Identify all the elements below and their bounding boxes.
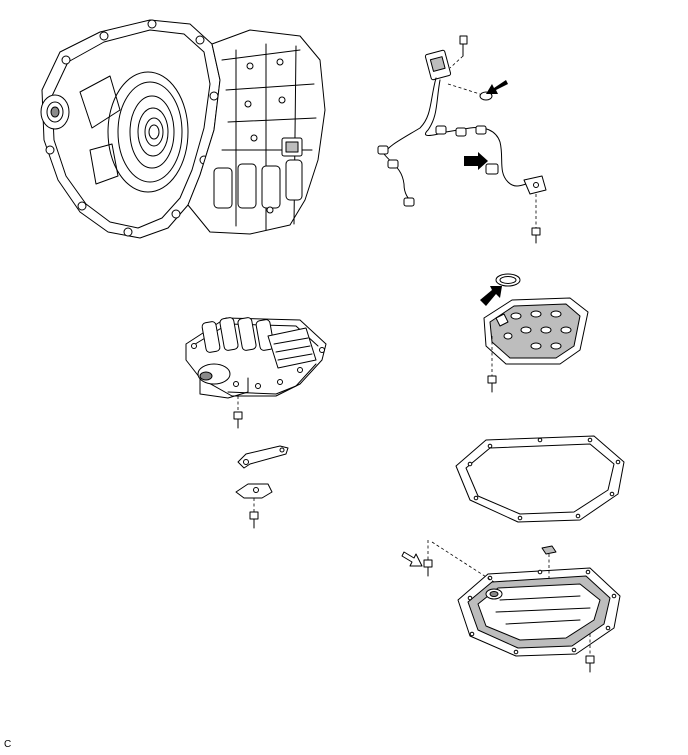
replace-note-arrow (401, 551, 423, 567)
lever-plate-bolt (249, 511, 259, 529)
pan-bolt (423, 559, 433, 577)
install-note-arrow (486, 80, 508, 94)
wire-harness (377, 35, 547, 244)
manual-lever-plate (235, 483, 273, 529)
pan-magnet (541, 545, 557, 580)
harness-clamp-bolt (531, 227, 541, 244)
strainer-o-ring (495, 273, 521, 287)
install-note-arrow (464, 152, 488, 170)
oil-strainer (483, 297, 589, 393)
detent-spring (237, 445, 289, 469)
harness-bolt (459, 35, 468, 57)
figure-corner-label: C (4, 739, 12, 750)
transaxle-case (40, 19, 326, 239)
drain-plug (585, 655, 595, 673)
oil-pan (457, 567, 621, 657)
harness-o-ring (447, 83, 493, 101)
install-note-arrow (480, 286, 502, 306)
strainer-bolt (487, 375, 497, 393)
pan-gasket (455, 435, 625, 523)
valve-body-bolt (233, 411, 243, 429)
valve-body (185, 317, 327, 429)
